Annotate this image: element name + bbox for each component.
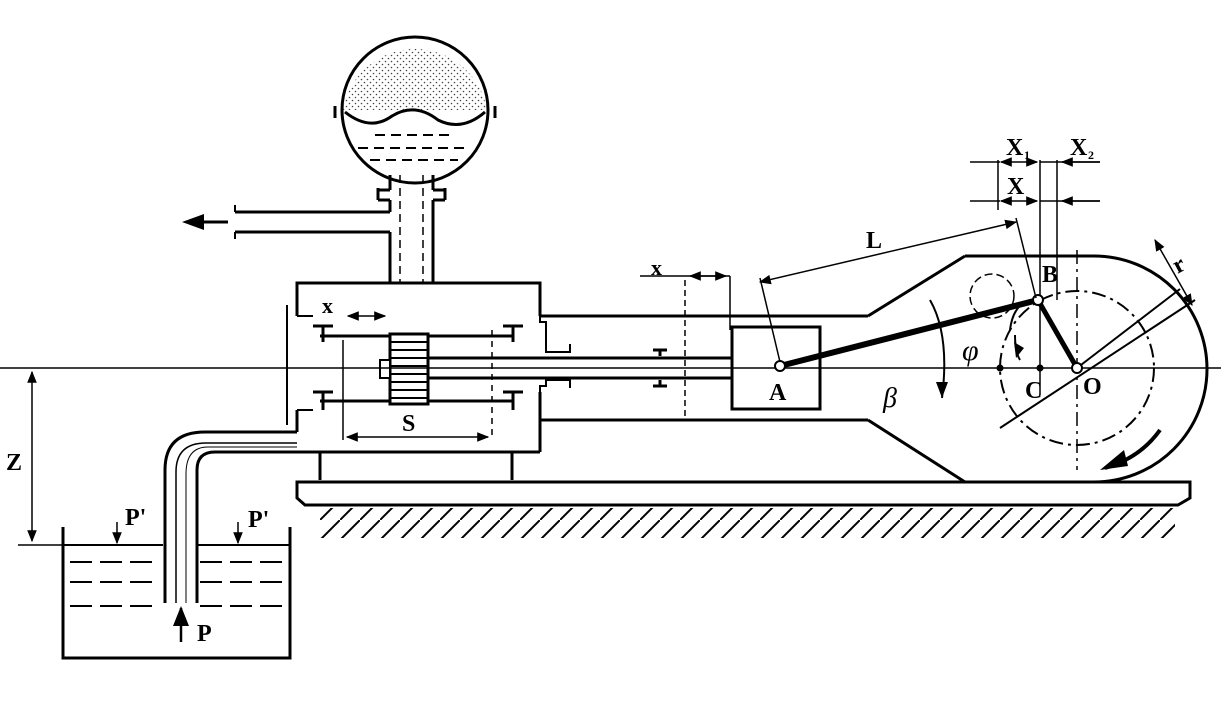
label-x-rod: x — [651, 255, 662, 280]
piston-rod — [428, 356, 736, 380]
joint-b — [1032, 294, 1044, 306]
dimension-z — [18, 370, 63, 546]
label-r: r — [1168, 251, 1190, 279]
dimension-l — [758, 217, 1037, 363]
baseplate — [295, 480, 1192, 538]
label-x1: X — [1006, 135, 1024, 161]
pressure-arrows — [112, 522, 243, 642]
discharge-pipe — [234, 175, 435, 283]
label-p-prime-left: P' — [125, 505, 146, 531]
joint-a — [774, 360, 786, 372]
label-a: A — [769, 380, 787, 406]
outflow-arrow — [182, 214, 228, 230]
label-z: Z — [6, 450, 22, 476]
point-left — [996, 364, 1004, 372]
label-x-main: X — [1007, 174, 1025, 200]
valves — [297, 315, 571, 411]
phi-arrow — [1014, 342, 1024, 358]
guide-frame — [540, 254, 1209, 484]
label-p-prime-right: P' — [248, 507, 269, 533]
label-x1-sub: 1 — [1024, 148, 1030, 162]
air-vessel — [333, 35, 497, 202]
label-phi: φ — [962, 334, 979, 367]
label-b: B — [1042, 262, 1058, 288]
beta-arrow — [936, 382, 948, 398]
label-l: L — [866, 228, 882, 254]
piston — [379, 332, 430, 406]
label-p: P — [197, 621, 212, 647]
label-s: S — [402, 411, 415, 437]
crank-circle — [969, 160, 1155, 470]
label-c: C — [1025, 378, 1042, 404]
rotation-arrow — [1100, 428, 1162, 470]
joint-o — [1071, 362, 1083, 374]
connecting-rod — [779, 297, 1039, 369]
label-o: O — [1083, 374, 1102, 400]
suction-pipe — [163, 430, 297, 603]
label-beta: β — [882, 383, 897, 414]
point-c — [1036, 364, 1044, 372]
pump-body — [286, 281, 542, 480]
label-x-valve: x — [322, 293, 333, 318]
label-x2-sub: 2 — [1088, 148, 1094, 162]
label-x2: X — [1070, 135, 1088, 161]
liquid-reservoir — [61, 527, 292, 660]
dimension-x-group — [970, 157, 1100, 206]
crank-extension — [999, 288, 1196, 429]
crank-arm — [1035, 298, 1080, 370]
dimension-r — [1154, 238, 1193, 307]
